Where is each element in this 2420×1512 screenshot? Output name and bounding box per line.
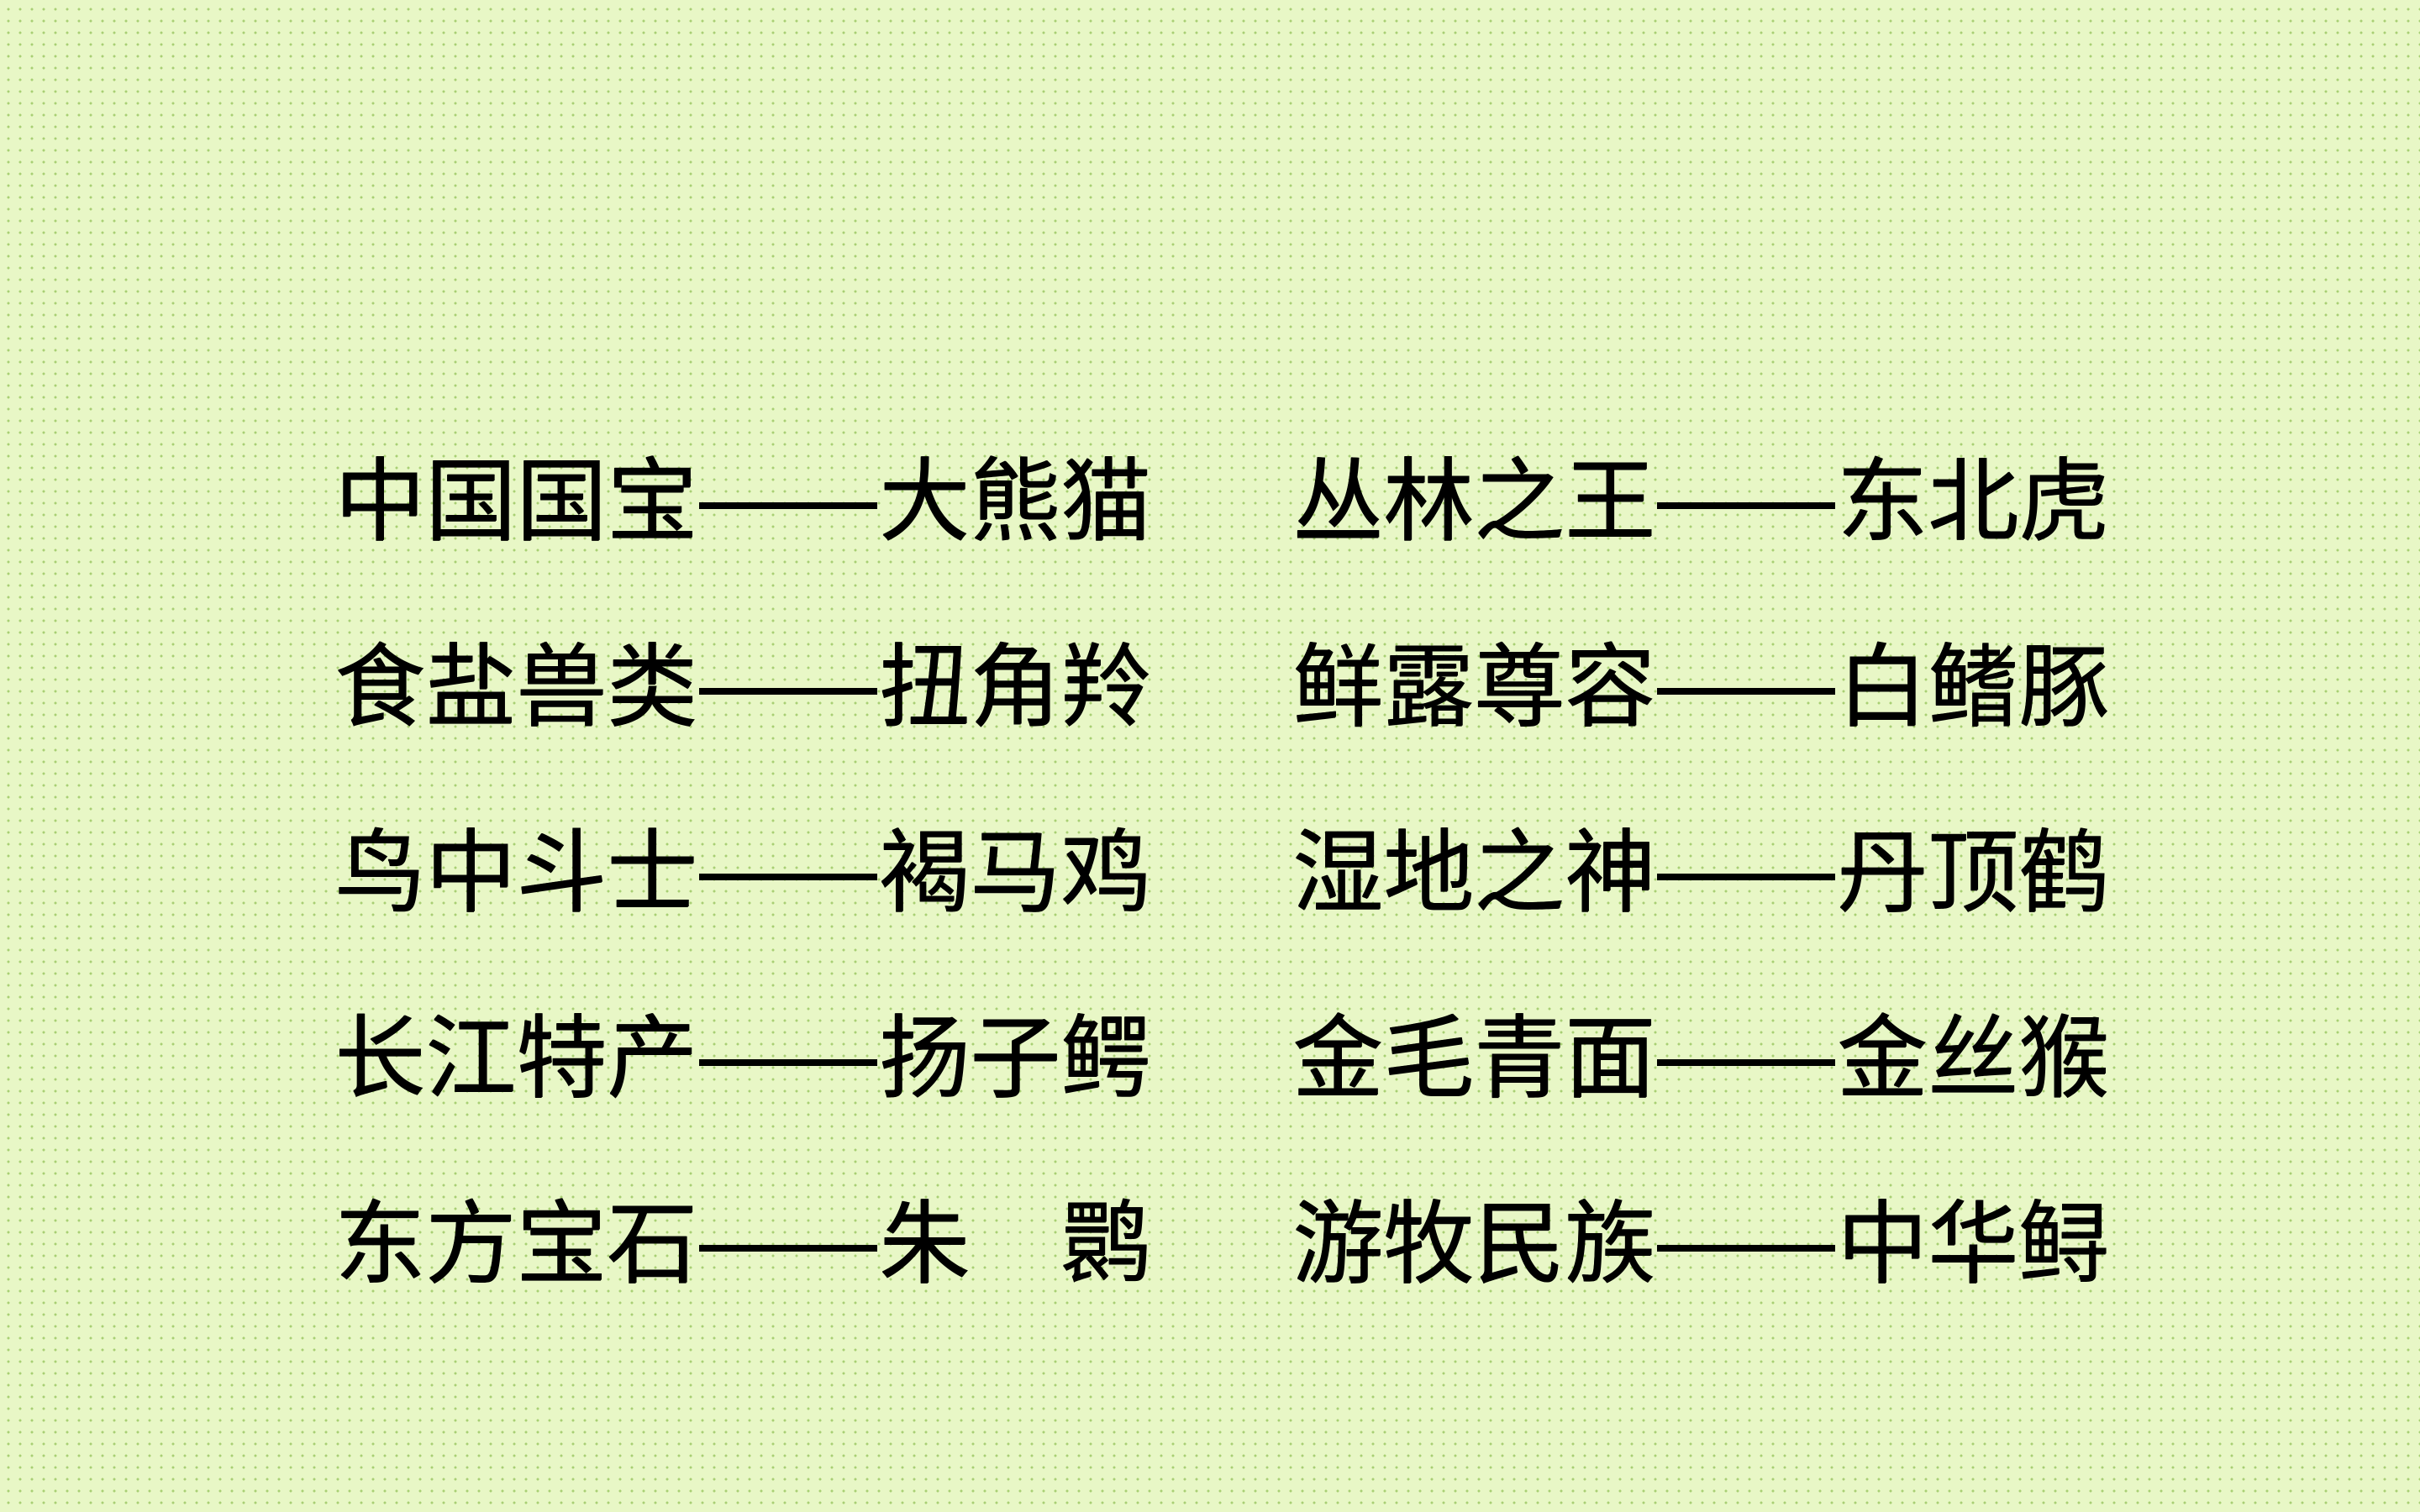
epithet-text: 金毛青面	[1292, 1005, 1656, 1111]
epithet-text: 鲜露尊容	[1292, 634, 1656, 740]
animal-name: 大熊猫	[879, 449, 1152, 554]
list-item: 丛林之王 东北虎	[1292, 409, 2133, 595]
list-item: 游牧民族 中华鲟	[1292, 1152, 2133, 1337]
animal-name: 朱 鹮	[879, 1191, 1152, 1297]
epithet-text: 中国国宝	[334, 449, 698, 554]
epithet-text: 东方宝石	[334, 1191, 698, 1297]
epithet-text: 鸟中斗士	[334, 820, 698, 926]
dash-separator	[699, 1058, 878, 1066]
epithet-text: 丛林之王	[1292, 449, 1656, 554]
animal-name: 东北虎	[1837, 449, 2110, 554]
list-item: 湿地之神 丹顶鹤	[1292, 780, 2133, 966]
right-column: 丛林之王 东北虎 鲜露尊容 白鳍豚 湿地之神 丹顶鹤 金毛青面 金丝猴 游牧民族 中华鲟	[1292, 409, 2133, 1337]
list-item: 鸟中斗士 褐马鸡	[334, 780, 1175, 966]
list-item: 食盐兽类 扭角羚	[334, 595, 1175, 780]
list-item: 东方宝石 朱 鹮	[334, 1152, 1175, 1337]
dash-separator	[699, 873, 878, 880]
list-item: 中国国宝 大熊猫	[334, 409, 1175, 595]
dash-separator	[1657, 873, 1836, 880]
list-item: 长江特产 扬子鳄	[334, 966, 1175, 1152]
list-item: 鲜露尊容 白鳍豚	[1292, 595, 2133, 780]
dash-separator	[1657, 1244, 1836, 1252]
dash-separator	[699, 501, 878, 509]
dash-separator	[1657, 1058, 1836, 1066]
dash-separator	[699, 1244, 878, 1252]
animal-name: 扬子鳄	[879, 1005, 1152, 1111]
left-column: 中国国宝 大熊猫 食盐兽类 扭角羚 鸟中斗士 褐马鸡 长江特产 扬子鳄 东方宝石 朱 鹮	[334, 409, 1175, 1337]
dash-separator	[1657, 687, 1836, 695]
animal-name: 金丝猴	[1837, 1005, 2110, 1111]
dash-separator	[699, 687, 878, 695]
animal-name: 白鳍豚	[1837, 634, 2110, 740]
epithet-text: 湿地之神	[1292, 820, 1656, 926]
epithet-text: 食盐兽类	[334, 634, 698, 740]
animal-name: 扭角羚	[879, 634, 1152, 740]
animal-name: 中华鲟	[1837, 1191, 2110, 1297]
list-item: 金毛青面 金丝猴	[1292, 966, 2133, 1152]
dash-separator	[1657, 501, 1836, 509]
animal-name: 丹顶鹤	[1837, 820, 2110, 926]
animal-name: 褐马鸡	[879, 820, 1152, 926]
epithet-text: 游牧民族	[1292, 1191, 1656, 1297]
epithet-text: 长江特产	[334, 1005, 698, 1111]
